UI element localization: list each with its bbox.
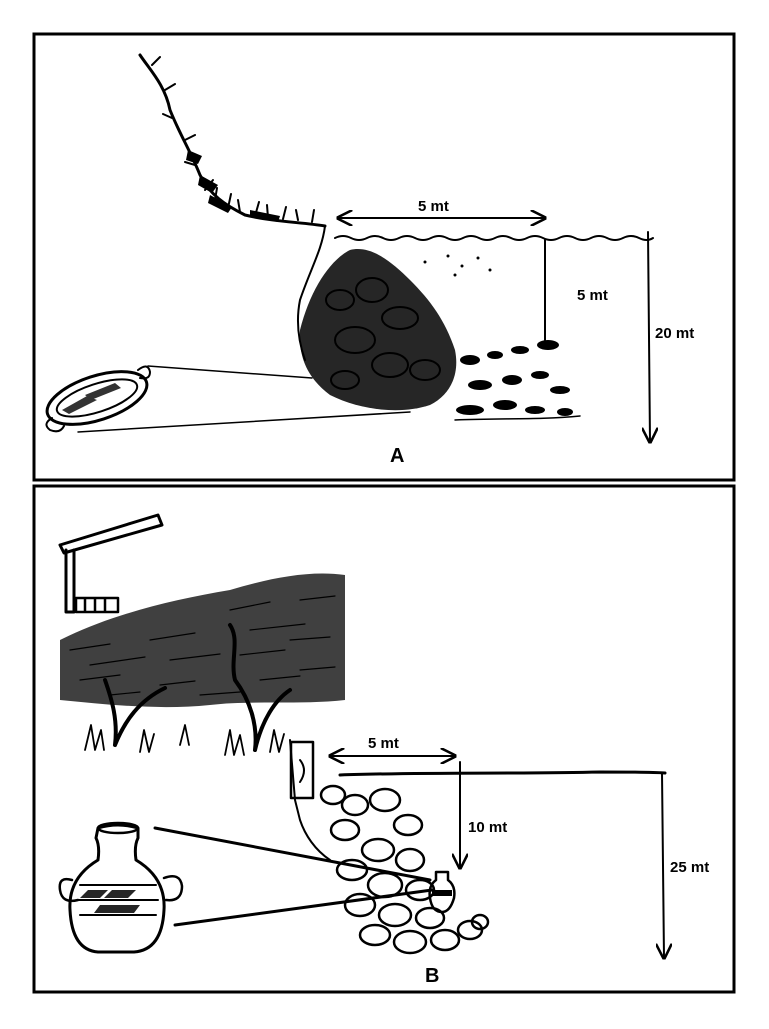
stone-marker	[289, 740, 315, 800]
dish-artifact	[45, 365, 411, 433]
total-depth-label-b: 25 mt	[670, 859, 709, 876]
width-label-b: 5 mt	[368, 735, 399, 752]
well-structure	[58, 513, 164, 614]
rock-pile-b	[319, 784, 490, 955]
amphora-artifact	[58, 821, 434, 954]
total-depth-arrow-b	[662, 772, 664, 958]
tree-foliage	[60, 573, 345, 756]
panel-label-b: B	[425, 965, 439, 987]
depth-label-a: 5 mt	[577, 287, 608, 304]
panel-a: 5 mt 5 mt 20 mt A	[32, 32, 736, 482]
water-surface-b	[338, 770, 667, 777]
water-surface-a	[334, 235, 654, 241]
panel-b: 5 mt 10 mt 25 mt B	[32, 484, 736, 994]
panel-label-a: A	[390, 445, 404, 467]
width-label-a: 5 mt	[418, 198, 449, 215]
total-depth-arrow-a	[648, 231, 650, 442]
rock-pile-a	[299, 249, 581, 421]
shore-slope-b	[289, 739, 331, 861]
depth-label-b: 10 mt	[468, 819, 507, 836]
total-depth-label-a: 20 mt	[655, 325, 694, 342]
water-specks-a	[423, 254, 492, 277]
